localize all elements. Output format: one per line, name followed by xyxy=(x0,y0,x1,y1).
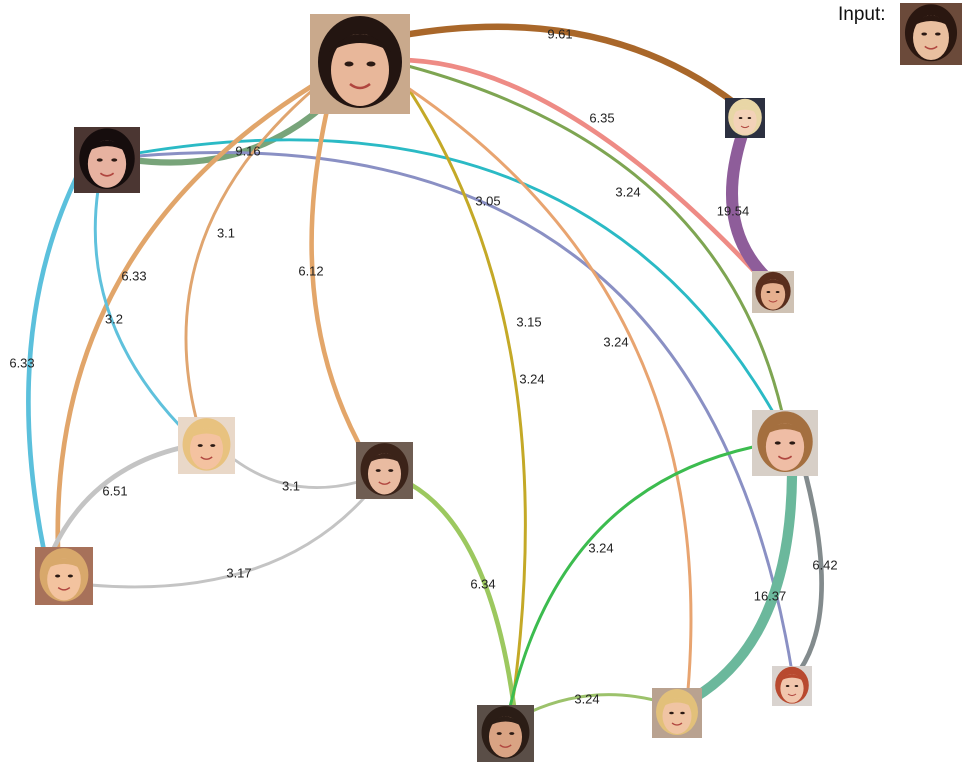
edge-center-H xyxy=(406,86,527,709)
edge-label-center-C: 6.35 xyxy=(589,110,614,125)
edge-layer xyxy=(26,23,824,714)
edge-label-B-C: 19.54 xyxy=(717,203,750,218)
edge-label-F-J: 6.42 xyxy=(812,557,837,572)
edge-F-I xyxy=(688,470,798,704)
edge-label-center-D: 3.1 xyxy=(217,225,235,240)
edge-B-C xyxy=(726,129,778,289)
edge-label-center-F: 3.24 xyxy=(615,184,640,199)
edge-A-J xyxy=(136,151,794,674)
edge-label-A-J: 3.15 xyxy=(516,314,541,329)
edge-label-H-I: 3.24 xyxy=(574,691,599,706)
edge-label-A-D: 3.2 xyxy=(105,311,123,326)
central-face-image xyxy=(310,14,410,114)
edge-label-D-E: 3.1 xyxy=(282,478,300,493)
edge-F-H xyxy=(508,445,755,709)
node-layer xyxy=(35,3,962,762)
edge-label-layer: 9.61 6.35 19.54 9.16 3.24 3.05 3.15 3.1 6.33 6.12… xyxy=(9,26,837,706)
edge-center-B xyxy=(394,23,740,108)
face-redhead-bottom-right-image xyxy=(772,666,812,706)
edge-G-E xyxy=(88,496,366,589)
edge-center-E xyxy=(309,103,361,445)
face-center-brunette-image xyxy=(356,442,413,499)
edge-label-F-H: 3.24 xyxy=(588,540,613,555)
edge-A-F xyxy=(136,138,775,414)
face-sunglasses-right-image xyxy=(752,271,794,313)
edge-label-center-E: 6.12 xyxy=(298,263,323,278)
edge-label-center-G: 6.33 xyxy=(121,268,146,283)
face-bottom-blonde-image xyxy=(652,688,702,738)
edge-label-center-B: 9.61 xyxy=(547,26,572,41)
edge-label-center-H: 3.24 xyxy=(519,371,544,386)
edge-H-I xyxy=(528,693,656,714)
edge-center-F xyxy=(406,64,784,414)
edge-label-center-I: 3.24 xyxy=(603,334,628,349)
edge-F-J xyxy=(797,473,824,673)
edge-center-C xyxy=(395,57,773,291)
edge-label-E-H: 6.34 xyxy=(470,576,495,591)
edge-E-H xyxy=(407,481,517,710)
edge-label-A-F: 3.05 xyxy=(475,193,500,208)
edge-label-G-E: 3.17 xyxy=(226,565,251,580)
edge-D-G xyxy=(49,445,183,555)
edge-A-G xyxy=(26,167,83,554)
face-top-left-image xyxy=(74,127,140,193)
edge-label-A-G: 6.33 xyxy=(9,355,34,370)
edge-center-D xyxy=(184,86,317,420)
edge-A-D xyxy=(93,188,182,428)
face-blonde-mid-left-image xyxy=(178,417,235,474)
face-bottom-left-blonde-image xyxy=(35,547,93,605)
edge-label-F-I: 16.37 xyxy=(754,588,787,603)
edge-label-D-G: 6.51 xyxy=(102,483,127,498)
input-face-image xyxy=(900,3,962,65)
edge-D-E xyxy=(233,458,360,490)
edge-center-I xyxy=(406,86,693,692)
edge-center-G xyxy=(55,83,315,553)
face-bottom-center-image xyxy=(477,705,534,762)
input-label: Input: xyxy=(838,4,886,25)
face-sunglasses-top-image xyxy=(725,98,765,138)
face-right-large-image xyxy=(752,410,818,476)
edge-label-center-A: 9.16 xyxy=(235,143,260,158)
